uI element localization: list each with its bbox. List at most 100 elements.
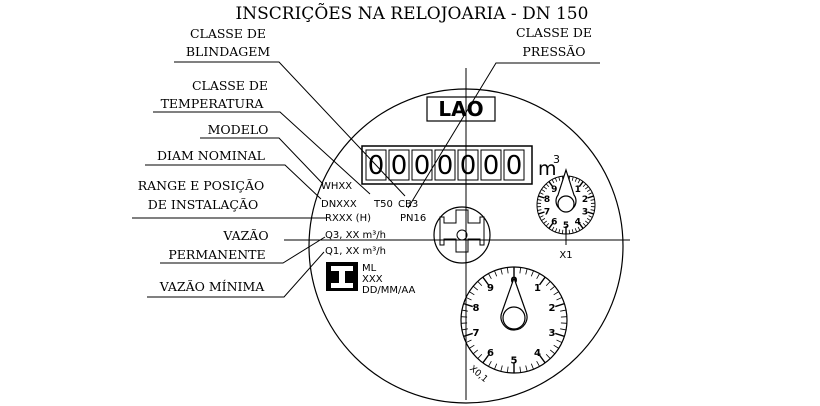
dial-number: 2 [582,195,588,205]
dial-tick [539,215,544,218]
ml-code: ML [362,263,377,274]
dial-number: 8 [472,303,479,314]
dial-tick [525,268,528,275]
dial-tick [585,220,589,224]
counter-digit: 0 [414,151,431,181]
dial-tick [588,192,593,195]
counter-digit: 0 [483,151,500,181]
dial-tick [586,189,591,192]
range-code: RXXX (H) [325,213,371,224]
dial-tick [582,183,587,188]
label-vazao-permanente-line2: PERMANENTE [168,247,265,262]
dial-tick [587,195,594,199]
dial-tick [553,291,559,296]
dial-number: 2 [549,303,556,314]
dial-tick [549,349,556,355]
star-wheel-icon [433,206,491,264]
dial-tick [463,302,473,308]
dial-tick [590,209,595,211]
dial-tick [472,349,479,355]
dial-number: 4 [575,217,581,227]
dial-tick [469,291,475,296]
dial-tick [463,332,473,338]
dial-tick [537,209,542,211]
dial-tick [494,363,498,370]
dial-tick [538,276,546,286]
dial-tick [500,365,503,372]
dial-number: 4 [534,348,541,359]
dial-tick [548,222,554,229]
armor-class: CB3 [398,199,418,210]
dial-tick [568,229,571,234]
dial-tick [548,181,554,188]
label-classe-pressao-line1: CLASSE DE [516,25,592,40]
dial-tick [494,270,498,277]
leader-vazao-permanente [160,236,326,264]
label-vazao-permanente-line1: VAZÃO [222,228,268,243]
dial-face [308,88,624,404]
dial-number: 3 [549,328,556,339]
dial-tick [530,363,534,370]
dial-tick [554,228,558,233]
dial-tick [551,226,555,231]
dial-tick [536,360,540,367]
dial-tick [558,229,561,234]
unit-superscript: 3 [553,153,560,166]
leader-lines [132,61,600,298]
dial-number: 6 [487,348,494,359]
dial-tick [574,228,578,233]
label-diam-nominal: DIAM NOMINAL [157,148,265,163]
dial-tick [525,365,528,372]
dial-tick [538,195,545,199]
dial-tick [530,270,534,277]
counter-cell [365,149,387,181]
dial-tick [488,360,492,367]
dial-tick [461,328,468,331]
dial-x1-label: X1 [559,250,572,261]
metrology-block: ML XXX DD/MM/AA [326,262,416,296]
dial-tick [590,199,595,201]
dial-tick [482,276,490,286]
dial-tick [477,353,483,359]
q3-flow: Q3, XX m³/h [325,230,386,241]
label-classe-blindagem-line1: CLASSE DE [190,26,266,41]
dial-tick [506,366,509,373]
dial-tick [586,218,591,221]
dial-tick [482,354,490,364]
counter-frame [361,145,533,185]
label-range-posicao-line1: RANGE E POSIÇÃO [138,178,265,193]
dial-number: 8 [544,195,550,205]
counter-digit: 0 [437,151,454,181]
dial-tick [577,226,581,231]
dial-tick [588,215,593,218]
dial-tick [539,192,544,195]
label-modelo: MODELO [208,122,269,137]
dial-tick [587,211,594,215]
diagram-title: INSCRIÇÕES NA RELOJOARIA - DN 150 [236,3,589,24]
counter-digit: 0 [368,151,385,181]
dial-x01-label: X0,1 [467,364,489,385]
dial-number: 7 [544,207,550,217]
dial-tick [551,179,555,184]
model-code: WHXX [321,181,352,192]
dial-tick [461,309,468,312]
counter-digit: 0 [506,151,523,181]
dial-tick [541,189,546,192]
dial-tick [545,222,550,227]
xxx-code: XXX [362,274,383,285]
date-code: DD/MM/AA [362,285,416,296]
dial-tick [538,211,545,215]
dial-number: 1 [534,283,541,294]
dial-tick [519,267,522,274]
leader-pressao [407,62,600,209]
leader-diam-nominal [145,164,322,200]
logo-frame [426,96,496,122]
label-classe-pressao-line2: PRESSÃO [522,44,585,59]
label-classe-temperatura-line2: TEMPERATURA [161,96,265,111]
dial-tick [585,186,589,190]
counter-cell [480,149,502,181]
dial-tick [549,285,556,291]
counter-cell [457,149,479,181]
